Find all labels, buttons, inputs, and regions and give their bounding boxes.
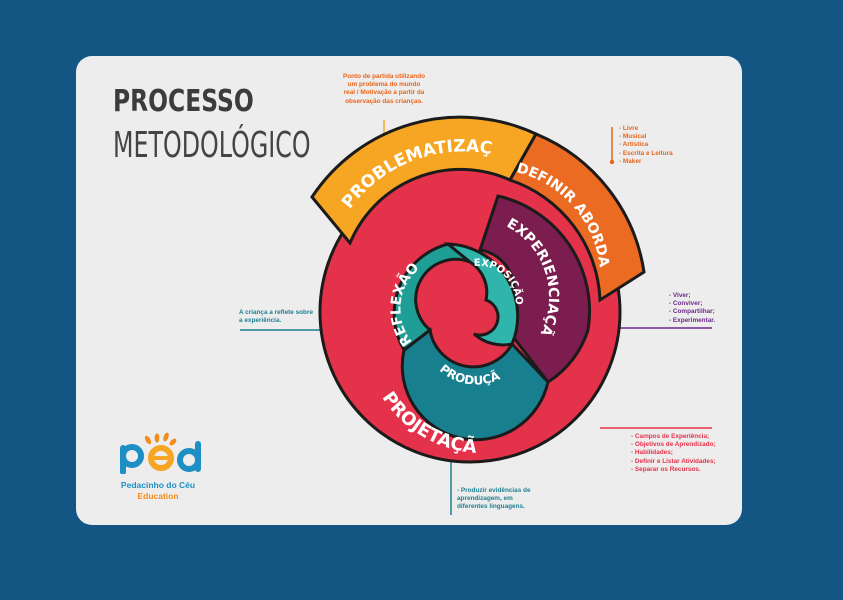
definir-abordagem-segment [507, 132, 646, 303]
annotation-reflexao: A criança a reflete sobre a experiência. [239, 309, 314, 325]
annotation-definir-abordagem: - Livre - Musical - Artística - Escrita … [619, 125, 673, 165]
title-line-2: METODOLÓGICO [113, 125, 311, 166]
annotation-experienciacao: - Viver; - Conviver; - Compartilhar; - E… [669, 292, 716, 324]
logo-name: Pedacinho do Céu [120, 480, 196, 490]
logo-subtitle: Education [137, 491, 179, 501]
experienciacao-segment [478, 194, 592, 384]
exposicao-segment [443, 242, 520, 347]
annotation-producao: - Produzir evidências de aprendizagem, e… [457, 487, 531, 511]
logo-icon [120, 432, 201, 474]
annotation-problematizacao: Ponto de partida utilizando um problema … [342, 73, 425, 105]
title-line-1: PROCESSO [113, 84, 254, 119]
producao-segment [400, 327, 550, 442]
annotation-projetacao: - Campos de Experiência; - Objetivos de … [631, 433, 716, 473]
